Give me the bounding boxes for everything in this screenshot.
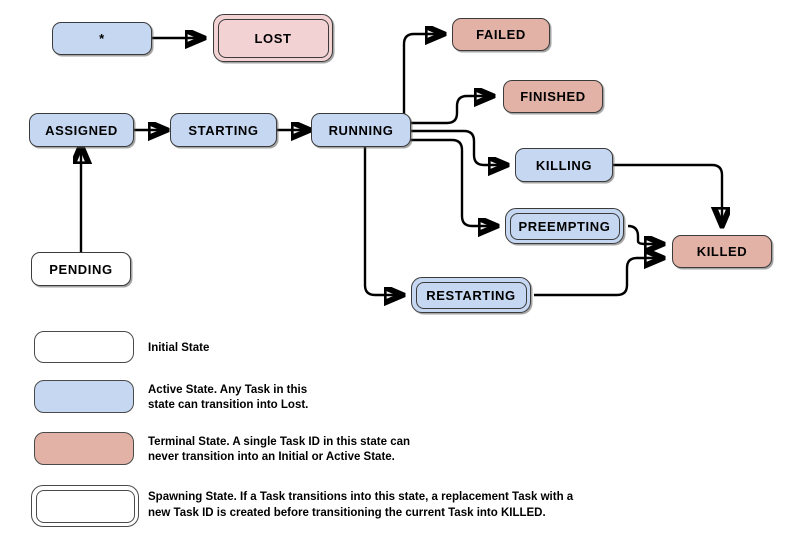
state-node-pending-label: PENDING xyxy=(49,261,113,277)
state-node-finished-label: FINISHED xyxy=(520,89,586,104)
state-node-failed[interactable]: FAILED xyxy=(452,18,550,51)
edge-running-to-killing xyxy=(410,129,506,165)
edge-running-to-finished xyxy=(410,96,492,125)
state-node-lost-inner: LOST xyxy=(217,18,329,58)
state-node-lost-label: LOST xyxy=(254,30,292,46)
state-node-restarting-label: RESTARTING xyxy=(426,287,516,303)
state-node-failed-label: FAILED xyxy=(476,27,526,42)
legend-text-spawning-line2: new Task ID is created before transition… xyxy=(148,507,546,519)
state-node-killed[interactable]: KILLED xyxy=(672,235,772,268)
state-node-starting[interactable]: STARTING xyxy=(170,113,277,147)
state-node-killing[interactable]: KILLING xyxy=(515,148,613,182)
legend-text-active-line1: Active State. Any Task in this xyxy=(148,384,308,396)
state-node-finished[interactable]: FINISHED xyxy=(503,80,603,113)
legend-text-active-line2: state can transition into Lost. xyxy=(148,399,309,411)
edge-running-to-preempting xyxy=(410,138,496,226)
edge-running-to-failed xyxy=(402,34,443,118)
state-node-preempting-label: PREEMPTING xyxy=(518,218,611,234)
edge-running-to-restarting xyxy=(363,144,402,295)
state-node-pending[interactable]: PENDING xyxy=(31,252,131,286)
legend-swatch-initial xyxy=(34,331,134,363)
legend-text-terminal-line2: never transition into an Initial or Acti… xyxy=(148,451,395,463)
state-node-any[interactable]: * xyxy=(52,22,152,55)
legend-swatch-spawning xyxy=(31,485,139,527)
edge-killing-to-killed xyxy=(613,163,722,225)
state-node-assigned[interactable]: ASSIGNED xyxy=(29,113,134,147)
legend-swatch-spawning-inner xyxy=(35,489,135,523)
state-node-running-label: RUNNING xyxy=(328,122,394,138)
state-node-running[interactable]: RUNNING xyxy=(311,113,411,147)
state-node-restarting-inner: RESTARTING xyxy=(415,281,527,309)
legend-swatch-terminal xyxy=(34,432,134,465)
state-node-any-label: * xyxy=(99,31,105,46)
state-node-starting-label: STARTING xyxy=(188,122,259,138)
state-node-preempting-inner: PREEMPTING xyxy=(509,212,620,240)
legend-swatch-active xyxy=(34,380,134,413)
edge-restarting-to-killed xyxy=(534,258,662,297)
legend-text-spawning-line1: Spawning State. If a Task transitions in… xyxy=(148,491,574,503)
state-node-restarting[interactable]: RESTARTING xyxy=(411,277,531,313)
legend-text-initial-line1: Initial State xyxy=(148,342,210,354)
legend-text-terminal-line1: Terminal State. A single Task ID in this… xyxy=(148,436,411,448)
state-node-assigned-label: ASSIGNED xyxy=(45,122,118,138)
state-node-lost[interactable]: LOST xyxy=(213,14,333,62)
state-node-preempting[interactable]: PREEMPTING xyxy=(505,208,624,244)
state-node-killing-label: KILLING xyxy=(535,157,593,173)
edge-preempting-to-killed xyxy=(627,224,662,244)
state-node-killed-label: KILLED xyxy=(696,244,748,259)
